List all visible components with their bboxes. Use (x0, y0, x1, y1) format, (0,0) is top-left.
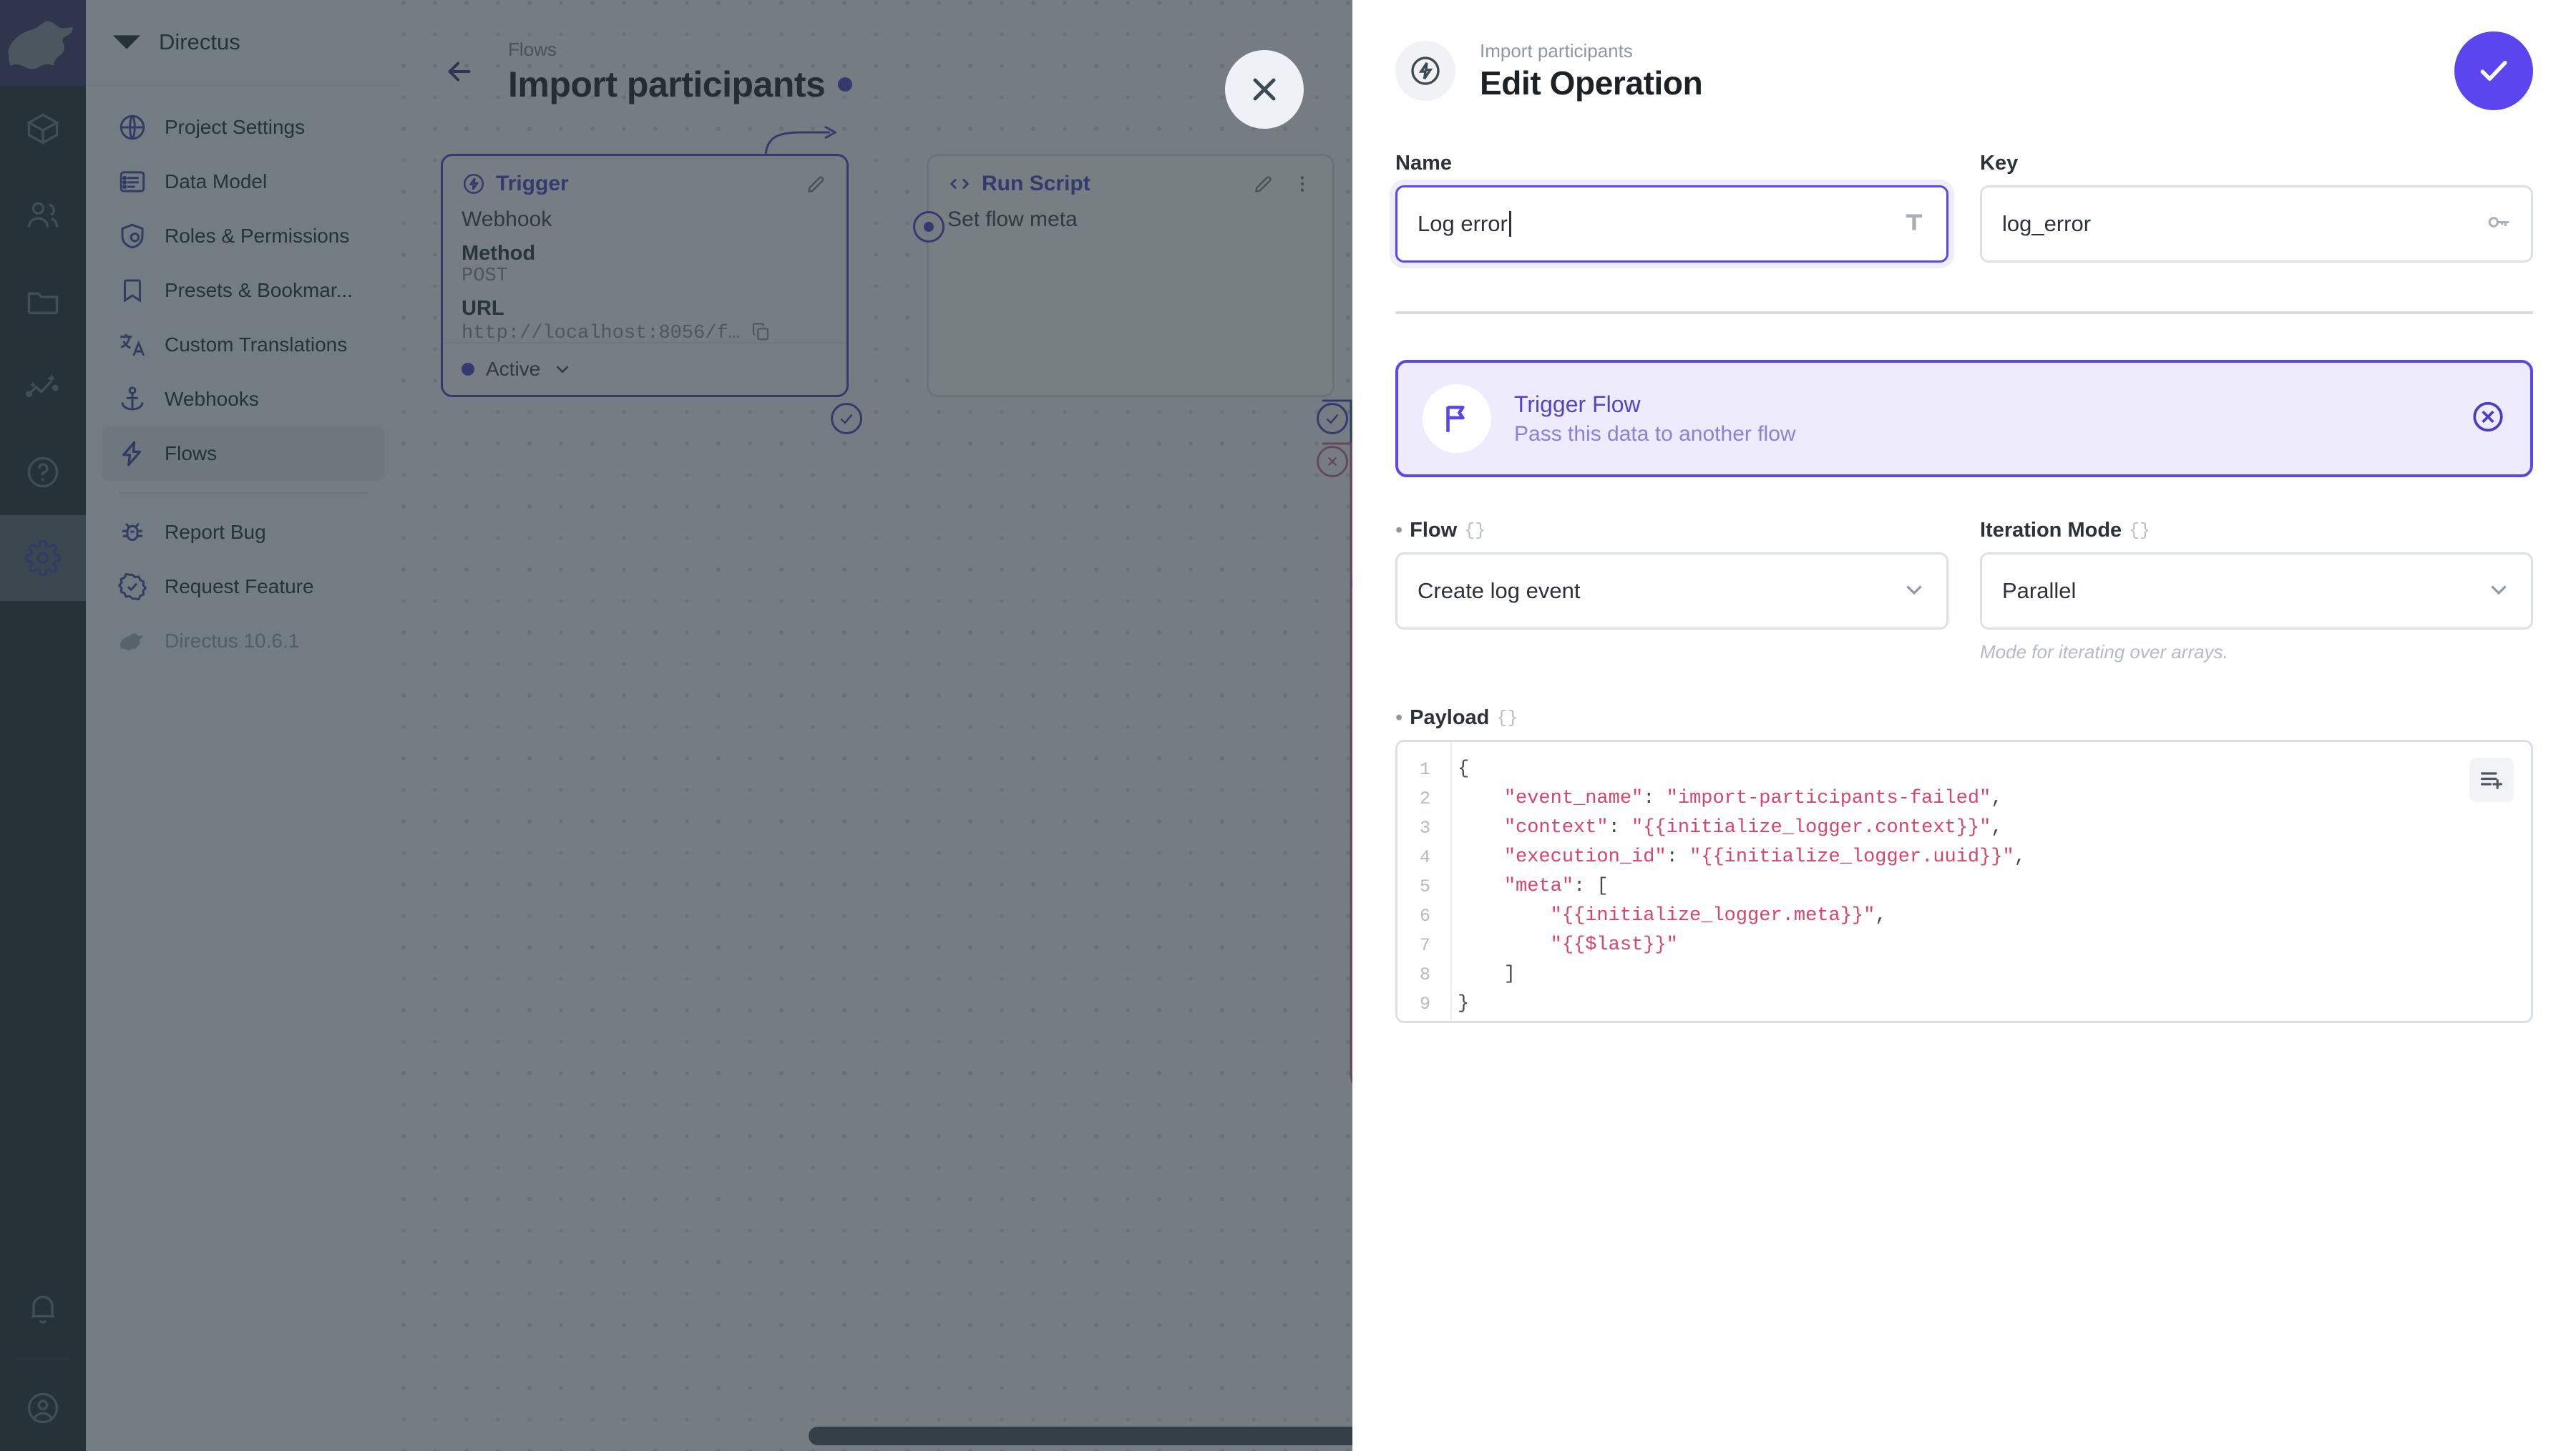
line-number: 8 (1419, 964, 1430, 985)
braces-icon: {} (2129, 520, 2151, 541)
label-text: Iteration Mode (1980, 519, 2122, 542)
required-marker: • (1395, 519, 1403, 542)
code-line: 9} (1397, 990, 2531, 1019)
close-drawer-button[interactable] (1225, 50, 1304, 129)
chevron-down-icon (1901, 576, 1928, 607)
check-icon (2480, 61, 2507, 81)
section-divider (1395, 311, 2533, 314)
flow-iteration-field-grid: • Flow {} Create log event Iteration Mod… (1395, 519, 2533, 663)
close-icon (1253, 78, 1276, 101)
text-format-icon (1901, 209, 1928, 240)
code-line: 8 ] (1397, 960, 2531, 990)
braces-icon: {} (1496, 708, 1518, 728)
label-text: Flow (1410, 519, 1458, 542)
key-icon (2485, 209, 2512, 240)
line-content: "meta": [ (1503, 876, 1609, 897)
payload-field-label: • Payload {} (1395, 706, 2533, 730)
flow-select[interactable]: Create log event (1395, 552, 1948, 630)
label-text: Key (1980, 152, 2019, 175)
code-line: 6 "{{initialize_logger.meta}}", (1397, 902, 2531, 931)
line-number: 9 (1419, 994, 1430, 1015)
key-field-group: Key log_error (1980, 152, 2533, 263)
line-content: } (1458, 993, 1470, 1015)
code-line: 2 "event_name": "import-participants-fai… (1397, 784, 2531, 814)
label-text: Payload (1410, 706, 1490, 729)
line-content: "context": "{{initialize_logger.context}… (1503, 817, 2003, 839)
operation-type-card[interactable]: Trigger Flow Pass this data to another f… (1395, 360, 2533, 477)
payload-code-editor[interactable]: 1{2 "event_name": "import-participants-f… (1395, 740, 2533, 1023)
line-content: "{{$last}}" (1550, 934, 1678, 956)
operation-card-text: Trigger Flow Pass this data to another f… (1514, 391, 1796, 446)
line-number: 1 (1419, 759, 1430, 780)
required-marker: • (1395, 706, 1403, 729)
iteration-mode-hint: Mode for iterating over arrays. (1980, 641, 2228, 663)
line-number: 7 (1419, 935, 1430, 956)
drawer-body: Name Log error Key log_error (1352, 152, 2576, 1023)
edit-operation-drawer: Import participants Edit Operation Name … (1352, 0, 2576, 1451)
code-line: 7 "{{$last}}" (1397, 931, 2531, 960)
text-caret (1508, 211, 1511, 237)
save-button[interactable] (2454, 31, 2533, 110)
line-number: 2 (1419, 788, 1430, 809)
name-input-value: Log error (1418, 211, 1508, 236)
flag-icon (1423, 384, 1491, 453)
line-content: ] (1458, 964, 1516, 985)
drawer-titles: Import participants Edit Operation (1480, 40, 2430, 102)
line-number: 3 (1419, 818, 1430, 839)
code-line: 4 "execution_id": "{{initialize_logger.u… (1397, 843, 2531, 872)
gutter-divider (1450, 742, 1452, 1021)
iteration-mode-value: Parallel (2002, 578, 2077, 603)
line-number: 5 (1419, 876, 1430, 897)
code-line: 3 "context": "{{initialize_logger.contex… (1397, 814, 2531, 843)
flow-field-group: • Flow {} Create log event (1395, 519, 1948, 663)
drawer-header: Import participants Edit Operation (1352, 0, 2576, 110)
line-number: 6 (1419, 906, 1430, 927)
chevron-down-icon (2485, 576, 2512, 607)
iteration-mode-select[interactable]: Parallel (1980, 552, 2533, 630)
line-content: { (1458, 758, 1470, 780)
flow-field-label: • Flow {} (1395, 519, 1948, 542)
line-content: "event_name": "import-participants-faile… (1503, 788, 2003, 809)
braces-icon: {} (1464, 520, 1486, 541)
key-field-label: Key (1980, 152, 2533, 175)
name-input[interactable]: Log error (1395, 185, 1948, 263)
line-content: "{{initialize_logger.meta}}", (1550, 905, 1887, 927)
bolt-circle-icon (1395, 41, 1455, 101)
code-line: 1{ (1397, 755, 2531, 784)
label-text: Name (1395, 152, 1452, 175)
insert-variable-icon[interactable] (2469, 758, 2514, 802)
line-content: "execution_id": "{{initialize_logger.uui… (1503, 846, 2026, 868)
line-number: 4 (1419, 847, 1430, 868)
key-input[interactable]: log_error (1980, 185, 2533, 263)
name-field-label: Name (1395, 152, 1948, 175)
payload-field-group: • Payload {} 1{2 "event_name": "import-p… (1395, 706, 2533, 1023)
close-circle-icon[interactable] (2470, 399, 2506, 439)
name-key-field-grid: Name Log error Key log_error (1395, 152, 2533, 263)
flow-select-value: Create log event (1418, 578, 1581, 603)
drawer-title: Edit Operation (1480, 64, 1703, 102)
operation-card-description: Pass this data to another flow (1514, 421, 1796, 446)
operation-card-title: Trigger Flow (1514, 391, 1641, 417)
iteration-field-group: Iteration Mode {} Parallel Mode for iter… (1980, 519, 2533, 663)
key-input-value: log_error (2002, 211, 2092, 236)
iteration-field-label: Iteration Mode {} (1980, 519, 2533, 542)
name-field-group: Name Log error (1395, 152, 1948, 263)
code-lines[interactable]: 1{2 "event_name": "import-participants-f… (1397, 742, 2531, 1019)
code-line: 5 "meta": [ (1397, 872, 2531, 902)
drawer-subtitle: Import participants (1480, 39, 1633, 62)
